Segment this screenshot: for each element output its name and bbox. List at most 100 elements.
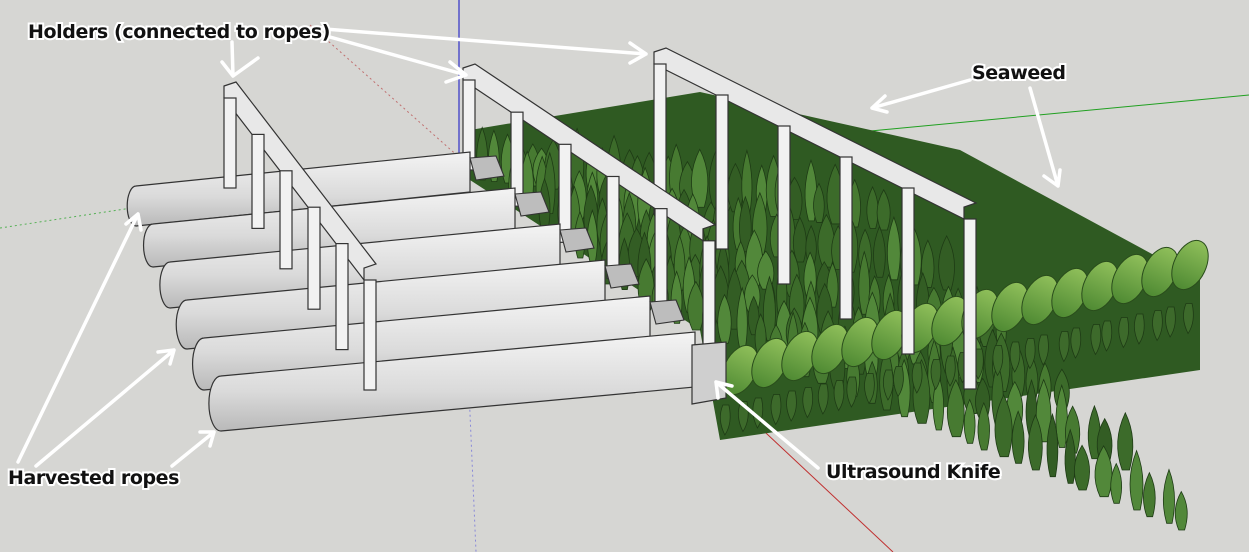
seaweed-blade-lower — [1183, 303, 1194, 335]
seaweed-blade-lower — [770, 394, 782, 426]
holder-post — [335, 243, 349, 351]
seaweed-blade-lower — [1133, 313, 1145, 345]
seaweed-blade-lower — [1070, 327, 1082, 359]
holder-post — [510, 111, 524, 207]
arrow-rope-1 — [16, 212, 143, 464]
seaweed-blade-lower — [911, 362, 923, 394]
seaweed-blade — [921, 239, 935, 288]
seaweed-blade — [1110, 462, 1123, 504]
seaweed-blade-lower — [1090, 324, 1102, 356]
seaweed-blade-lower — [719, 404, 731, 436]
seaweed-blade — [717, 293, 732, 344]
holder-post — [702, 240, 716, 352]
seaweed-blade — [873, 225, 886, 278]
holder-post — [223, 97, 237, 189]
seaweed-blade-lower — [1165, 306, 1176, 338]
green-axis-line — [859, 94, 1249, 133]
seaweed-blade — [736, 286, 748, 351]
arrow-knife — [714, 380, 820, 470]
label-holders: Holders (connected to ropes) — [28, 21, 330, 43]
arrow-rope-3 — [170, 430, 216, 468]
seaweed-blade — [886, 216, 901, 281]
ultrasound-knife — [604, 263, 640, 289]
seaweed-blade — [938, 235, 955, 291]
harvested-rope — [191, 295, 651, 391]
seaweed-blade — [1143, 471, 1156, 518]
harvested-rope — [175, 259, 606, 350]
seaweed-blade — [1129, 449, 1144, 511]
seaweed-blade — [1163, 468, 1175, 524]
label-ultrasound-knife: Ultrasound Knife — [826, 461, 1000, 483]
seaweed-blade — [977, 401, 990, 451]
ultrasound-knife — [559, 227, 595, 253]
harvested-rope — [208, 331, 696, 432]
seaweed-blade — [1028, 413, 1043, 471]
arrow-seaweed-1 — [870, 78, 972, 114]
seaweed-blade-lower — [1038, 334, 1049, 366]
label-seaweed: Seaweed — [972, 62, 1066, 84]
arrow-rope-2 — [34, 348, 176, 468]
seaweed-blade-lower — [864, 373, 875, 405]
holder-post — [963, 218, 977, 390]
arrow-seaweed-2 — [1028, 86, 1062, 188]
seaweed-blade — [691, 148, 709, 208]
holder-frame-front — [223, 81, 377, 391]
holder-post — [251, 133, 265, 229]
seaweed-blade — [792, 216, 807, 263]
seaweed-blade — [805, 224, 817, 265]
seaweed-blade — [876, 188, 891, 231]
rope-body — [191, 295, 651, 391]
seaweed-blade-lower — [1009, 341, 1021, 373]
holder-frame-1 — [223, 81, 377, 391]
seaweed-blade-lower — [992, 345, 1004, 377]
arrow-holder-1 — [220, 40, 260, 78]
label-harvested-ropes: Harvested ropes — [8, 467, 179, 489]
seaweed-blade-lower — [882, 369, 894, 401]
ultrasound-knife — [649, 299, 685, 325]
seaweed-blade — [1174, 490, 1188, 531]
seaweed-blade-lower — [846, 376, 858, 408]
seaweed-blade-lower — [945, 355, 956, 387]
seaweed-blade-lower — [1101, 320, 1113, 352]
seaweed-blade — [1074, 444, 1090, 491]
seaweed-blade-lower — [1152, 310, 1163, 342]
seaweed-blade — [741, 149, 753, 214]
holder-post — [279, 170, 293, 270]
seaweed-blade-lower — [802, 387, 814, 419]
arrow-holder-3 — [310, 26, 648, 65]
seaweed-blade-lower — [893, 366, 904, 398]
holder-post — [307, 206, 321, 310]
seaweed-blade-lower — [786, 390, 797, 422]
seaweed-blade — [1011, 410, 1025, 464]
holder-post — [363, 279, 377, 391]
rope-twist-segment — [1171, 239, 1209, 291]
seaweed-blade — [994, 394, 1013, 458]
seaweed-blade-lower — [930, 359, 942, 391]
holder-post — [839, 156, 853, 320]
holder-post — [654, 208, 668, 316]
seaweed-blade-lower — [1058, 331, 1070, 363]
rope-body — [208, 331, 696, 432]
seaweed-blade — [1046, 412, 1059, 478]
seaweed-blade — [963, 398, 976, 444]
seaweed-blade — [947, 379, 965, 438]
holder-post — [715, 94, 729, 250]
seaweed-blade-lower — [1024, 338, 1036, 370]
arrow-holder-2 — [310, 30, 468, 84]
ultrasound-knife — [691, 341, 727, 405]
callout-arrows — [16, 26, 1062, 470]
holder-post — [606, 175, 620, 280]
rope-body — [175, 259, 606, 350]
holder-post — [901, 187, 915, 355]
red-axis-dotted — [309, 24, 461, 159]
seaweed-blade-lower — [817, 383, 829, 415]
holder-frames-back — [462, 47, 978, 390]
seaweed-blade-lower — [1118, 317, 1130, 349]
holder-post — [558, 143, 572, 243]
seaweed-blade-lower — [833, 380, 845, 412]
holder-frame-3 — [653, 47, 978, 390]
seaweed-blade — [1117, 411, 1134, 471]
ultrasound-knife — [514, 191, 550, 217]
